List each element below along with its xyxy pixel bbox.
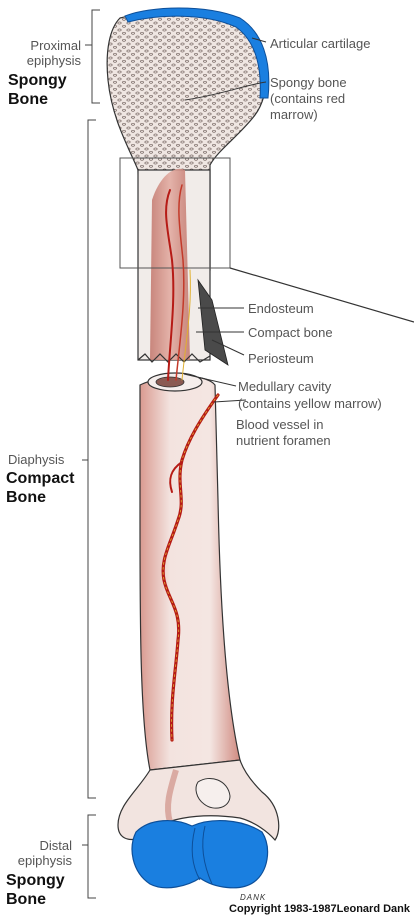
label-distal-line1: Distal bbox=[39, 838, 72, 853]
distal-epiphysis-bone bbox=[117, 759, 280, 841]
bracket-proximal-epiphysis bbox=[85, 9, 100, 104]
bracket-diaphysis bbox=[82, 119, 96, 799]
upper-marrow-cavity bbox=[150, 168, 190, 360]
label-proximal-line1: Proximal bbox=[30, 38, 81, 53]
medullary-vessels bbox=[165, 189, 175, 381]
label-spongy-bone-line1: Spongy bone bbox=[270, 75, 347, 90]
distal-articular-cartilage bbox=[131, 820, 269, 889]
vessel-branch bbox=[169, 461, 183, 493]
leader-lines bbox=[183, 37, 267, 403]
label-blood-vessel-line2: nutrient foramen bbox=[236, 433, 331, 448]
label-compact-bone: Compact bone bbox=[248, 325, 333, 340]
nutrient-artery-highlight bbox=[162, 394, 219, 741]
upper-shaft-break-edge bbox=[137, 353, 211, 363]
medullary-vessels-3 bbox=[181, 269, 191, 381]
copyright-notice: Copyright 1983-1987Leonard Dank bbox=[229, 903, 410, 915]
distal-shading bbox=[164, 769, 179, 823]
label-distal-line2: epiphysis bbox=[17, 853, 72, 868]
label-endosteum: Endosteum bbox=[248, 301, 314, 316]
label-diaphysis-compact: Compact bbox=[6, 470, 75, 487]
bracket-distal-epiphysis bbox=[82, 814, 96, 899]
medullary-vessels-2 bbox=[175, 184, 185, 381]
label-medullary-cavity-line2: (contains yellow marrow) bbox=[238, 396, 382, 411]
label-proximal-line2: epiphysis bbox=[26, 53, 81, 68]
label-distal-spongy: Spongy bbox=[6, 872, 65, 889]
blood-vessels bbox=[161, 184, 220, 742]
detail-zoom-box bbox=[119, 157, 231, 269]
label-proximal-bone: Bone bbox=[8, 91, 48, 108]
medullary-cavity-inner bbox=[155, 376, 185, 388]
label-proximal-spongy: Spongy bbox=[8, 72, 67, 89]
label-articular-cartilage: Articular cartilage bbox=[270, 36, 371, 51]
label-spongy-bone-line3: marrow) bbox=[270, 107, 318, 122]
articular-cartilage-cap bbox=[124, 7, 270, 99]
label-blood-vessel-line1: Blood vessel in bbox=[236, 417, 324, 432]
label-medullary-cavity-line1: Medullary cavity bbox=[238, 379, 332, 394]
diaphysis-shaft bbox=[139, 375, 241, 771]
zoom-callout-line bbox=[229, 267, 414, 323]
distal-cartilage-groove bbox=[191, 825, 213, 885]
label-periosteum: Periosteum bbox=[248, 351, 314, 366]
label-diaphysis: Diaphysis bbox=[8, 452, 65, 467]
artist-signature: DANK bbox=[240, 893, 267, 902]
label-distal-bone: Bone bbox=[6, 891, 46, 908]
distal-olecranon-fossa bbox=[195, 778, 231, 809]
label-diaphysis-bone: Bone bbox=[6, 489, 46, 506]
label-spongy-bone-line2: (contains red bbox=[270, 91, 346, 106]
